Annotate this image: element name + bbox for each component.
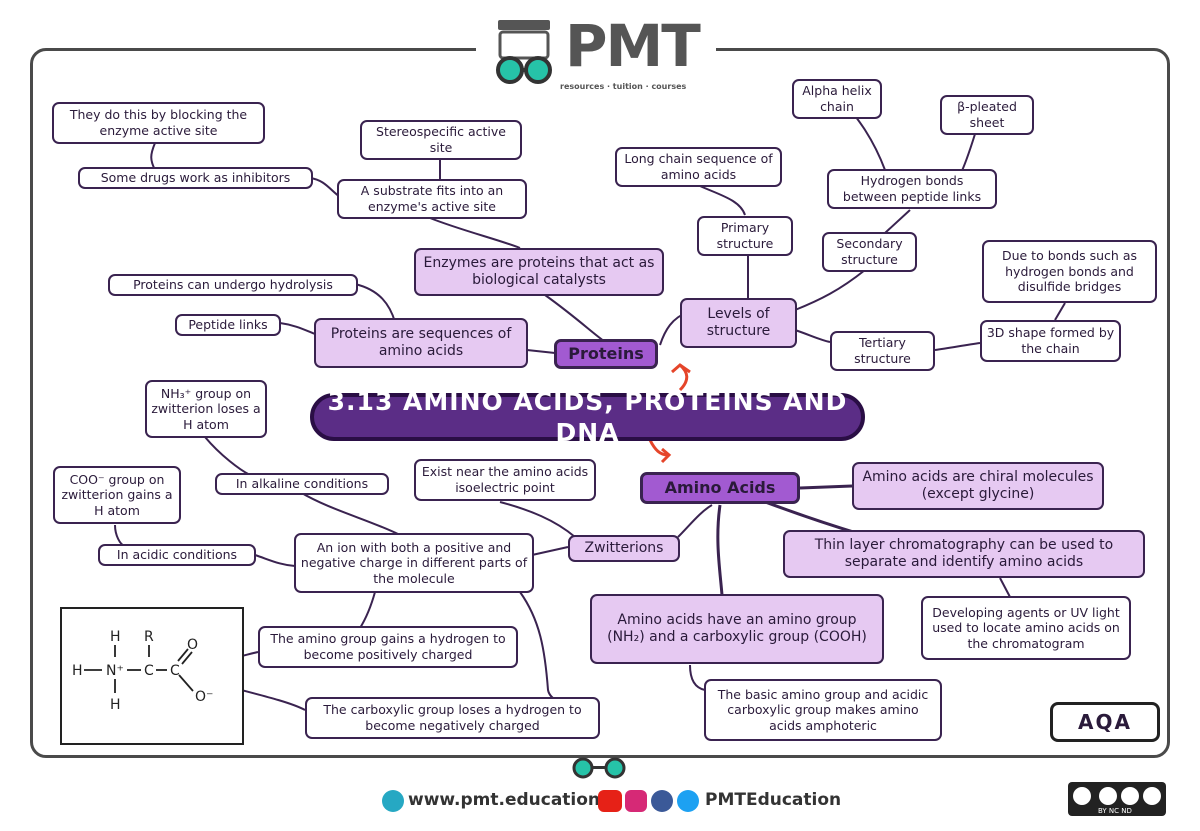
struct-n: N⁺ [106,663,124,679]
logo-text: PMT [565,12,701,80]
cursor-icon [382,790,404,812]
zwitterion-structure: H R O H N⁺ C C O⁻ H [60,607,244,745]
node-substrate-fits: A substrate fits into an enzyme's active… [337,179,527,219]
node-peptide-links: Peptide links [175,314,281,336]
struct-c2: C [170,663,180,679]
license-text: BY NC ND [1098,807,1132,815]
node-stereospecific: Stereospecific active site [360,120,522,160]
exam-board-badge: AQA [1050,702,1160,742]
node-protein-sequences: Proteins are sequences of amino acids [314,318,528,368]
struct-r: R [144,629,154,645]
glasses-icon [572,757,626,779]
struct-c1: C [144,663,154,679]
node-chiral: Amino acids are chiral molecules (except… [852,462,1104,510]
node-secondary-structure: Secondary structure [822,232,917,272]
hub-proteins: Proteins [554,339,658,369]
node-ion-definition: An ion with both a positive and negative… [294,533,534,593]
youtube-icon[interactable] [598,790,622,812]
page-title: 3.13 AMINO ACIDS, PROTEINS AND DNA [310,387,865,447]
node-developing-agents: Developing agents or UV light used to lo… [921,596,1131,660]
node-tertiary-structure: Tertiary structure [830,331,935,371]
node-primary-structure: Primary structure [697,216,793,256]
struct-h-left: H [72,663,83,679]
node-hydrolysis: Proteins can undergo hydrolysis [108,274,358,296]
node-coo-group: COO⁻ group on zwitterion gains a H atom [53,466,181,524]
pmt-logo [476,14,716,94]
zwitterion-structure-drawing: H R O H N⁺ C C O⁻ H [72,629,213,713]
facebook-icon[interactable] [651,790,673,812]
node-nh3-group: NH₃⁺ group on zwitterion loses a H atom [145,380,267,438]
struct-o-top: O [187,637,198,653]
node-amphoteric: The basic amino group and acidic carboxy… [704,679,942,741]
node-block-active-site: They do this by blocking the enzyme acti… [52,102,265,144]
twitter-icon[interactable] [677,790,699,812]
node-amino-gains: The amino group gains a hydrogen to beco… [258,626,518,668]
node-long-chain: Long chain sequence of amino acids [615,147,782,187]
hub-zwitterions: Zwitterions [568,535,680,562]
struct-h-bottom: H [110,697,121,713]
instagram-icon[interactable] [625,790,647,812]
cc-license-icons: BY NC ND [1071,785,1161,815]
node-alkaline-conditions: In alkaline conditions [215,473,389,495]
node-amino-groups: Amino acids have an amino group (NH₂) an… [590,594,884,664]
hub-levels-of-structure: Levels of structure [680,298,797,348]
node-isoelectric: Exist near the amino acids isoelectric p… [414,459,596,501]
node-alpha-helix: Alpha helix chain [792,79,882,119]
node-3d-shape: 3D shape formed by the chain [980,320,1121,362]
footer-social-handle: PMTEducation [705,790,842,810]
node-drugs-inhibitors: Some drugs work as inhibitors [78,167,313,189]
hub-amino-acids: Amino Acids [640,472,800,504]
node-beta-sheet: β-pleated sheet [940,95,1034,135]
glasses-book-icon [496,20,552,84]
node-tlc: Thin layer chromatography can be used to… [783,530,1145,578]
struct-h-top: H [110,629,121,645]
node-acidic-conditions: In acidic conditions [98,544,256,566]
node-carboxyl-loses: The carboxylic group loses a hydrogen to… [305,697,600,739]
footer-website-link[interactable]: www.pmt.education [408,790,601,810]
logo-tagline: resources · tuition · courses [560,82,687,91]
node-enzymes: Enzymes are proteins that act as biologi… [414,248,664,296]
node-due-to-bonds: Due to bonds such as hydrogen bonds and … [982,240,1157,303]
node-hydrogen-bonds: Hydrogen bonds between peptide links [827,169,997,209]
struct-o-bottom: O⁻ [195,689,213,705]
creative-commons-icon: BY NC ND [1068,782,1166,816]
